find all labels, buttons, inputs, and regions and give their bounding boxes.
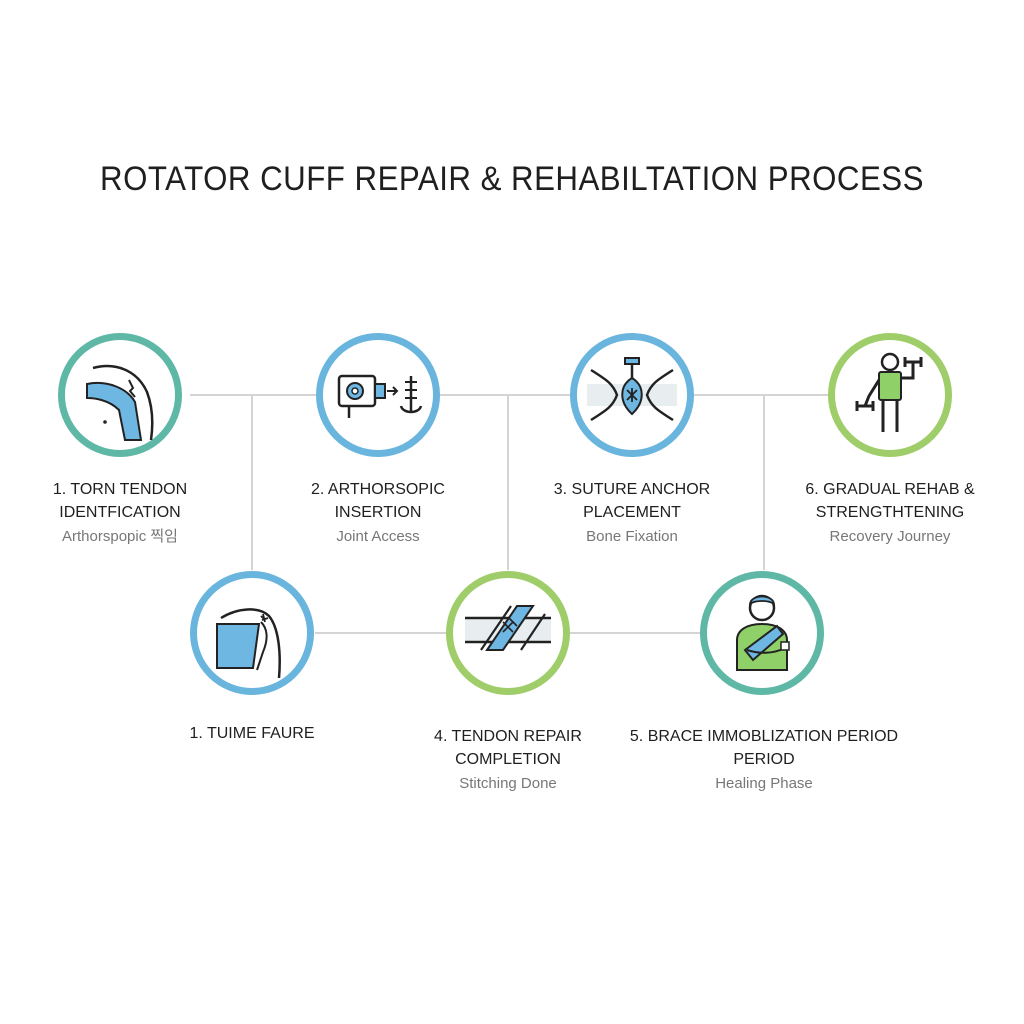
step-title-line: 3. SUTURE ANCHOR	[553, 481, 711, 498]
step-subtitle: Arthorspopic 찍임	[62, 528, 178, 545]
step-title-line: IDENTFICATION	[59, 504, 181, 521]
shoulder-tear-icon	[86, 364, 154, 441]
step-subtitle: Recovery Journey	[829, 528, 951, 545]
arm-sling-person-icon	[736, 594, 790, 671]
step-node-brace-immobilization	[700, 571, 824, 695]
step-node-torn-tendon	[58, 333, 182, 457]
step-label-torn-tendon: 1. TORN TENDON IDENTFICATION Arthorspopi…	[0, 478, 240, 548]
step-title-line: 6. GRADUAL REHAB &	[805, 481, 975, 498]
step-title-line: 2. ARTHORSOPIC	[311, 481, 445, 498]
step-title-line: 1. TUIME FAURE	[189, 725, 315, 742]
step-label-arthroscopic-insertion: 2. ARTHORSOPIC INSERTION Joint Access	[258, 478, 498, 548]
step-node-arthroscopic-insertion	[316, 333, 440, 457]
suture-anchor-icon	[587, 357, 677, 422]
step-label-gradual-rehab: 6. GRADUAL REHAB & STRENGTHTENING Recove…	[770, 478, 1010, 548]
step-label-brace-immobilization: 5. BRACE IMMOBLIZATION PERIOD PERIOD Hea…	[612, 725, 916, 795]
step-subtitle: Healing Phase	[715, 775, 813, 792]
step-node-suture-anchor	[570, 333, 694, 457]
step-subtitle: Bone Fixation	[586, 528, 678, 545]
page-title: ROTATOR CUFF REPAIR & REHABILTATION PROC…	[100, 160, 924, 198]
step-title-line: INSERTION	[334, 504, 422, 521]
step-label-tendon-repair: 4. TENDON REPAIR COMPLETION Stitching Do…	[388, 725, 628, 795]
step-subtitle: Joint Access	[336, 528, 420, 545]
step-node-tiume-faure	[190, 571, 314, 695]
step-title-line: PLACEMENT	[583, 504, 681, 521]
shoulder-stitch-icon	[216, 608, 281, 679]
step-title-line: STRENGTHTENING	[815, 504, 965, 521]
arthroscope-anchor-icon	[337, 374, 423, 418]
step-label-tiume-faure: 1. TUIME FAURE	[132, 722, 372, 745]
step-node-tendon-repair	[446, 571, 570, 695]
step-subtitle: Stitching Done	[459, 775, 557, 792]
step-label-suture-anchor: 3. SUTURE ANCHOR PLACEMENT Bone Fixation	[512, 478, 752, 548]
step-title-line: COMPLETION	[455, 751, 561, 768]
step-title-line: 5. BRACE IMMOBLIZATION PERIOD	[629, 728, 899, 745]
dumbbell-person-icon	[855, 352, 923, 432]
step-title-line: 4. TENDON REPAIR	[434, 728, 582, 745]
step-title-line: 1. TORN TENDON	[52, 481, 188, 498]
step-node-gradual-rehab	[828, 333, 952, 457]
tendon-stitch-icon	[465, 605, 551, 651]
step-title-line: PERIOD	[733, 751, 795, 768]
